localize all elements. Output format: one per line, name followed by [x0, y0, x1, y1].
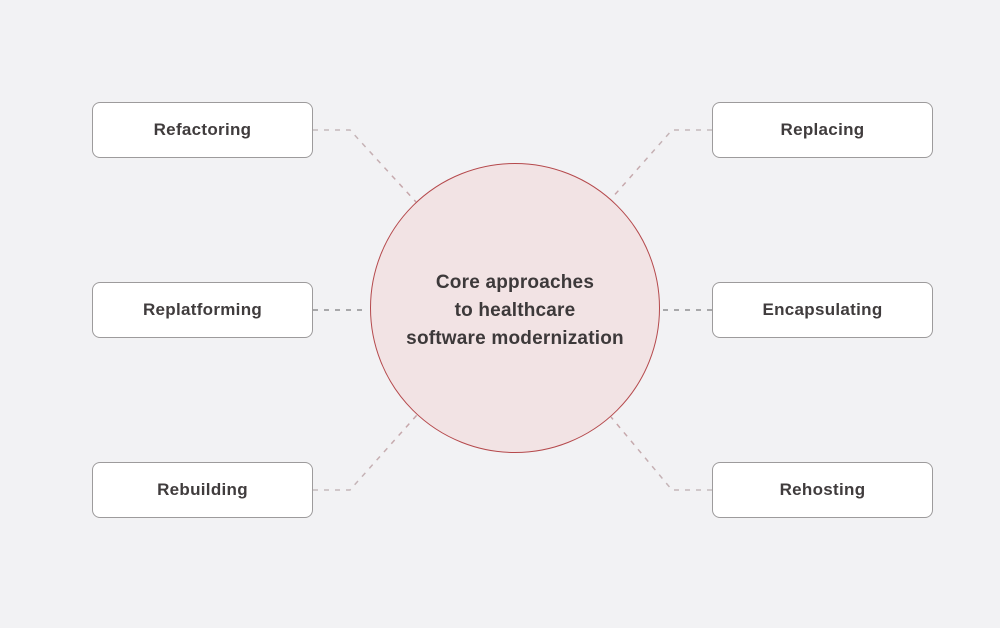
node-rebuilding: Rebuilding — [92, 462, 313, 518]
node-encapsulating: Encapsulating — [712, 282, 933, 338]
node-refactoring-label: Refactoring — [153, 120, 252, 139]
connector-top-right — [610, 129, 712, 200]
connector-bottom-left — [313, 414, 418, 491]
center-title-line-2: to healthcare — [454, 300, 576, 321]
connector-top-left — [313, 129, 417, 203]
node-replacing-label: Replacing — [780, 120, 865, 139]
node-replatforming: Replatforming — [92, 282, 313, 338]
center-circle: Core approaches to healthcare software m… — [370, 163, 660, 453]
node-rehosting: Rehosting — [712, 462, 933, 518]
center-title-line-3: software modernization — [406, 328, 624, 349]
node-replacing: Replacing — [712, 102, 933, 158]
node-encapsulating-label: Encapsulating — [762, 300, 883, 319]
center-title-line-1: Core approaches — [435, 272, 595, 293]
connector-bottom-right — [610, 416, 712, 491]
node-refactoring: Refactoring — [92, 102, 313, 158]
node-rehosting-label: Rehosting — [779, 480, 866, 499]
node-rebuilding-label: Rebuilding — [157, 480, 248, 499]
node-replatforming-label: Replatforming — [142, 300, 263, 319]
